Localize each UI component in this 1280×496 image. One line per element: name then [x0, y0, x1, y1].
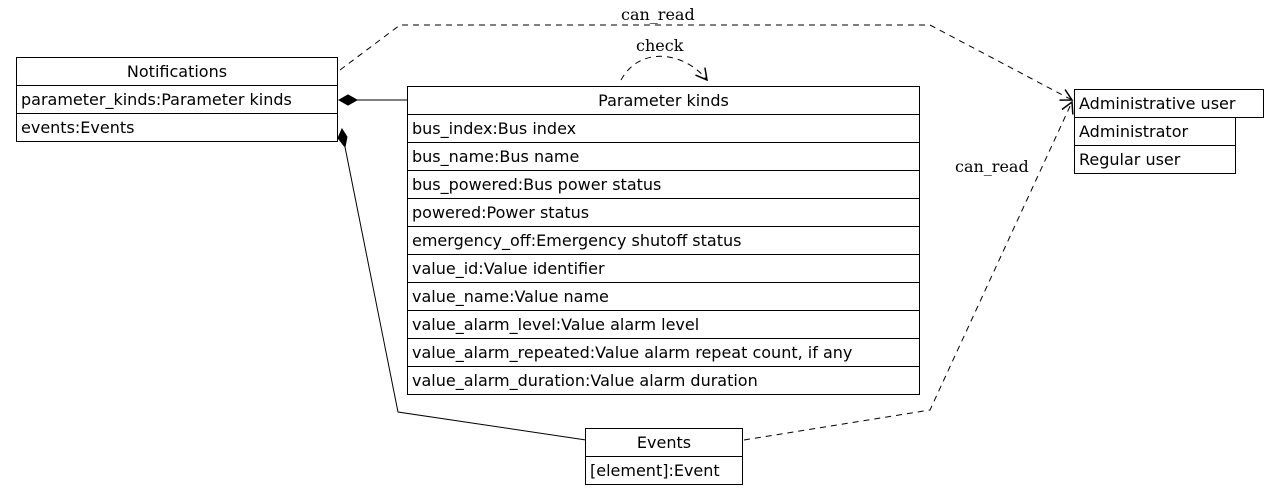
field-row: events:Events — [16, 113, 338, 142]
node-title: Events — [585, 428, 743, 457]
composition-diamond-icon — [337, 127, 348, 149]
events-class-node[interactable]: Events [element]:Event — [585, 428, 743, 485]
edge-events-can-read-admin — [743, 100, 1074, 441]
edge-parameter-kinds-check-loop — [620, 55, 708, 82]
field-row: bus_index:Bus index — [407, 114, 920, 143]
field-row: value_alarm_duration:Value alarm duratio… — [407, 366, 920, 395]
edge-label-can-read: can_read — [955, 157, 1029, 176]
field-row: bus_name:Bus name — [407, 142, 920, 171]
field-row: [element]:Event — [585, 456, 743, 485]
users-node[interactable]: Administrative user Administrator Regula… — [1074, 89, 1264, 174]
user-role-row: Administrator — [1074, 117, 1236, 146]
edge-notifications-can-read-admin — [339, 24, 1074, 101]
field-row: parameter_kinds:Parameter kinds — [16, 85, 338, 114]
node-title: Notifications — [16, 57, 338, 86]
field-row: value_id:Value identifier — [407, 254, 920, 283]
field-row: value_alarm_level:Value alarm level — [407, 310, 920, 339]
user-role-row: Regular user — [1074, 145, 1236, 174]
edge-label-can-read: can_read — [621, 5, 695, 24]
edge-composition-events — [344, 146, 587, 441]
field-row: powered:Power status — [407, 198, 920, 227]
parameter-kinds-class-node[interactable]: Parameter kinds bus_index:Bus index bus_… — [407, 86, 920, 395]
field-row: value_name:Value name — [407, 282, 920, 311]
field-row: bus_powered:Bus power status — [407, 170, 920, 199]
user-role-row: Administrative user — [1074, 89, 1264, 118]
node-title: Parameter kinds — [407, 86, 920, 115]
field-row: emergency_off:Emergency shutoff status — [407, 226, 920, 255]
edge-label-check: check — [636, 36, 684, 55]
notifications-class-node[interactable]: Notifications parameter_kinds:Parameter … — [16, 57, 338, 142]
composition-diamond-icon — [337, 94, 359, 106]
field-row: value_alarm_repeated:Value alarm repeat … — [407, 338, 920, 367]
